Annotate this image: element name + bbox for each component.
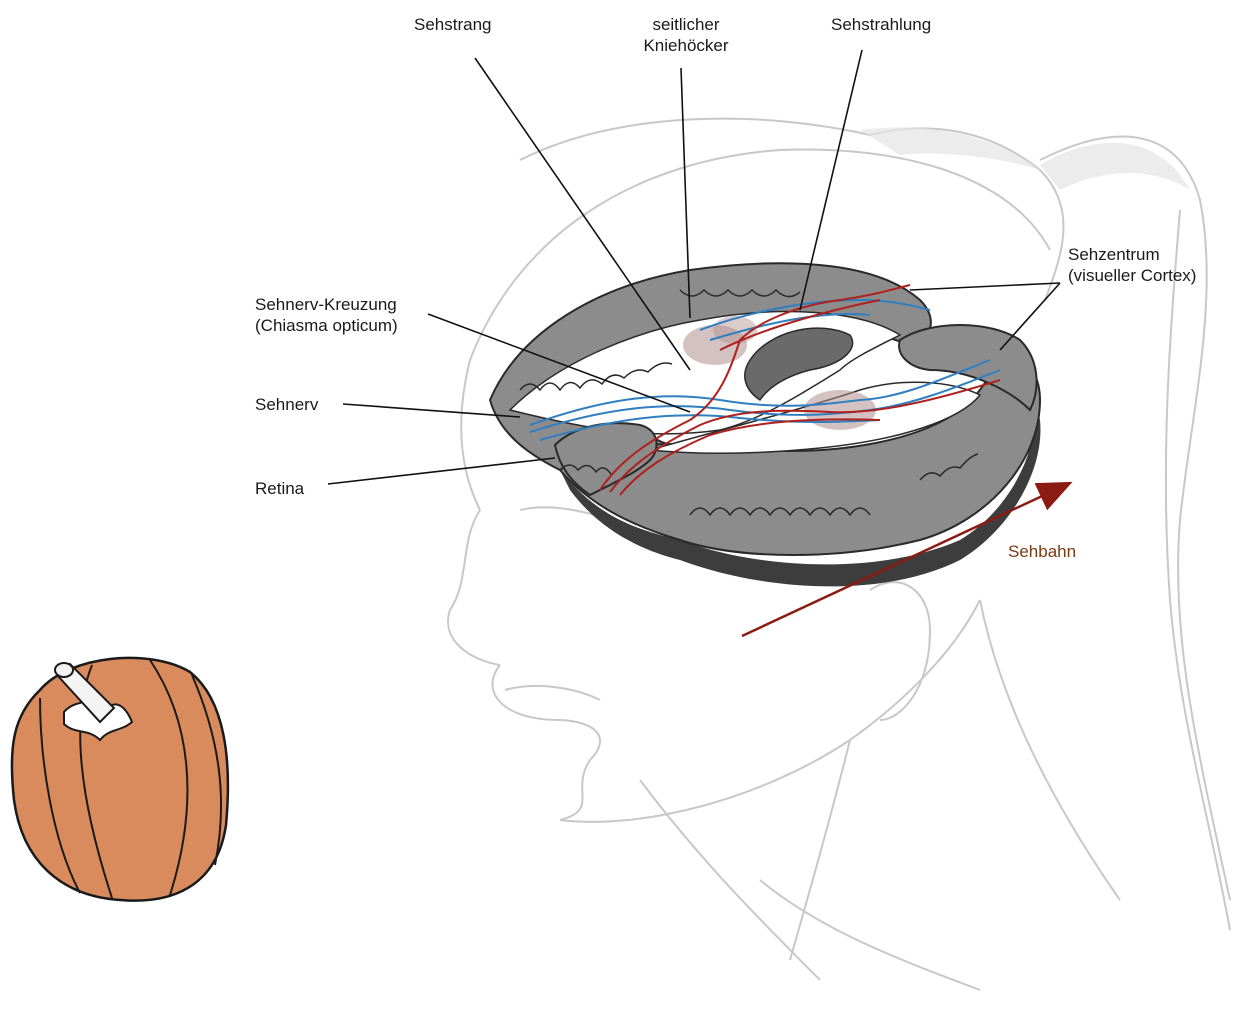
label-chiasma-line1: Sehnerv-Kreuzung	[255, 294, 398, 315]
label-sehzentrum-line1: Sehzentrum	[1068, 244, 1196, 265]
label-kniehoecker-line1: seitlicher	[626, 14, 746, 35]
label-sehstrang: Sehstrang	[414, 14, 492, 35]
leader-sehzentrum-a	[910, 283, 1060, 290]
label-retina: Retina	[255, 478, 304, 499]
label-chiasma-line2: (Chiasma opticum)	[255, 315, 398, 336]
label-kniehoecker: seitlicher Kniehöcker	[626, 14, 746, 56]
label-sehnerv: Sehnerv	[255, 394, 318, 415]
leader-retina	[328, 458, 555, 484]
pepper-icon	[12, 658, 228, 901]
label-sehstrahlung: Sehstrahlung	[831, 14, 931, 35]
label-kniehoecker-line2: Kniehöcker	[626, 35, 746, 56]
label-sehbahn: Sehbahn	[1008, 541, 1076, 562]
label-chiasma: Sehnerv-Kreuzung (Chiasma opticum)	[255, 294, 398, 336]
brain-section-icon	[490, 263, 1040, 586]
leader-sehzentrum-b	[1000, 283, 1060, 350]
label-sehzentrum: Sehzentrum (visueller Cortex)	[1068, 244, 1196, 286]
label-sehzentrum-line2: (visueller Cortex)	[1068, 265, 1196, 286]
